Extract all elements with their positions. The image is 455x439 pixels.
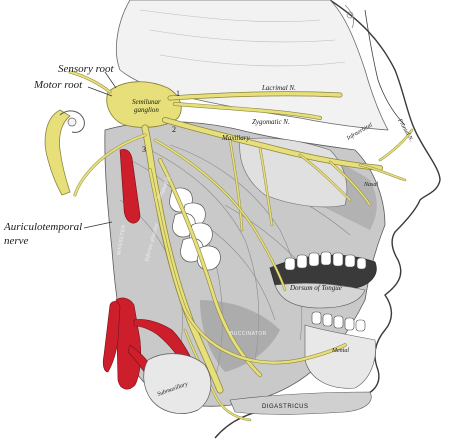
label-auriculotemporal-2: nerve [4, 235, 29, 247]
label-numeral-3: 3 [142, 145, 146, 154]
label-semilunar-ganglion-2: ganglion [134, 106, 159, 114]
label-motor-root: Motor root [33, 79, 83, 91]
label-numeral-2: 2 [172, 125, 176, 134]
label-dorsum-of-tongue: Dorsum of Tongue [289, 284, 342, 292]
label-leader-lines [83, 71, 117, 229]
nerves [68, 70, 414, 422]
label-numeral-1: 1 [176, 89, 180, 98]
label-zygomatic: Zygomatic N. [252, 118, 290, 126]
submaxillary-gland [143, 353, 212, 414]
label-buccinator: BUCCINATOR [230, 331, 267, 337]
label-mental: Mental [331, 348, 349, 354]
label-sensory-root: Sensory root [58, 63, 114, 75]
label-maxillary: Maxillary [221, 134, 250, 142]
semilunar-ganglion [106, 81, 182, 128]
lower-jaw-teeth [269, 251, 377, 389]
label-digastricus: DIGASTRICUS [262, 404, 309, 410]
label-semilunar-ganglion-1: Semilunar [132, 98, 161, 106]
ear-structure [44, 109, 85, 196]
label-lacrimal: Lacrimal N. [261, 84, 296, 92]
label-nasal: Nasal [363, 182, 378, 188]
label-masseter: MASSETER [116, 224, 127, 255]
label-auriculotemporal-1: Auriculotemporal [3, 221, 82, 233]
arteries [102, 148, 197, 390]
digastric-region [229, 391, 372, 415]
skull-region [115, 0, 389, 131]
